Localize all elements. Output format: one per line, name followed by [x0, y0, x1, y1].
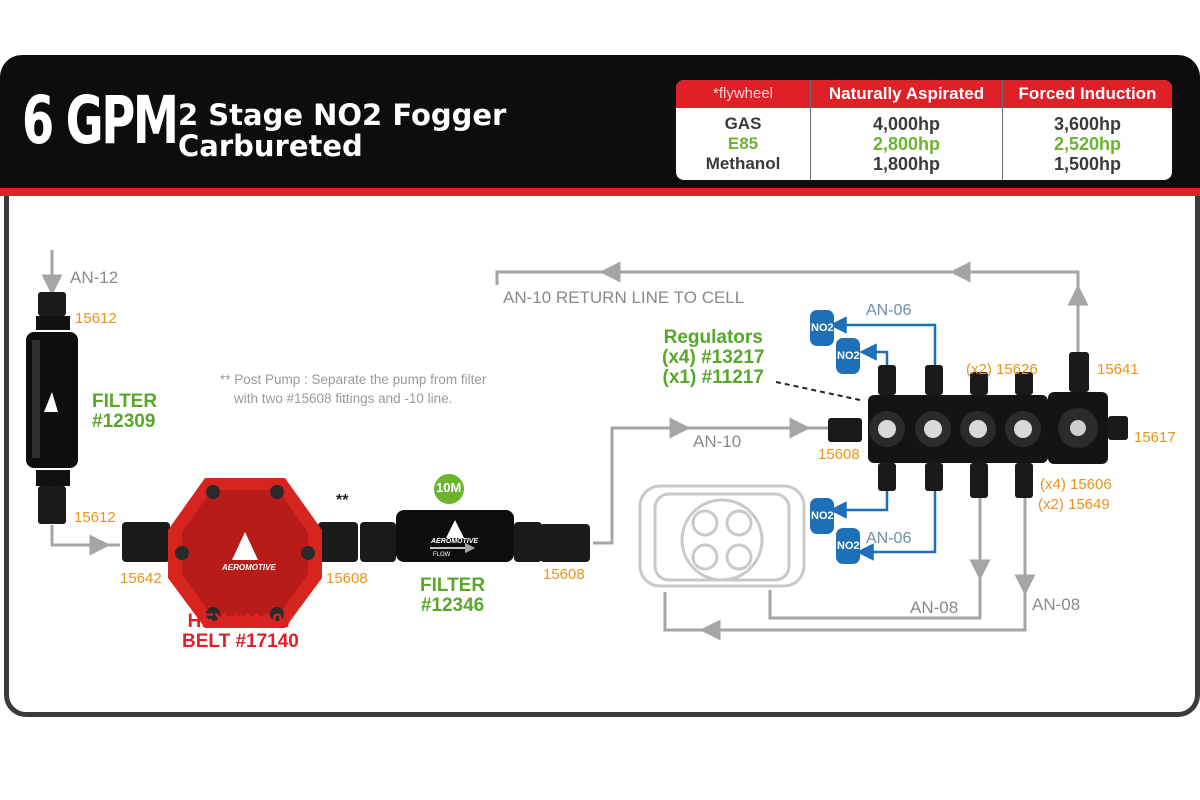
no2-label: NO2: [811, 322, 834, 334]
part-15617: 15617: [1134, 429, 1176, 446]
filter-2-logo-icon: [446, 520, 464, 538]
title-line-2: Carbureted: [178, 129, 363, 163]
part-15641: 15641: [1097, 361, 1139, 378]
filter-12346: [360, 510, 542, 562]
no2-bottle-icon: [810, 498, 834, 534]
no2-bottle-icon: [836, 528, 860, 564]
fi-methanol: 1,500hp: [1053, 154, 1122, 174]
fi-header: Forced Induction: [1003, 80, 1172, 108]
regulator-part-1: (x4) #13217: [662, 347, 765, 368]
fuel-e85: E85: [727, 134, 759, 153]
regulator-bank: [868, 352, 1128, 498]
micron-badge: [434, 474, 464, 504]
post-pump-note: ** Post Pump : Separate the pump from fi…: [220, 370, 486, 408]
pump-fittings: [122, 418, 862, 562]
fuel-lines: [41, 250, 1089, 641]
regulator-callout-line: [775, 381, 861, 401]
nitrous-lines: [829, 316, 937, 561]
part-15606: (x4) 15606: [1040, 476, 1112, 493]
header-accent-line: [0, 188, 1200, 196]
filter-2-flow: FLOW: [433, 552, 451, 558]
no2-bottle-icon: [810, 310, 834, 346]
an08-right-label: AN-08: [1032, 595, 1081, 614]
an10-feed-line: [593, 426, 828, 545]
filter-12309: [26, 292, 78, 524]
no2-label: NO2: [811, 510, 834, 522]
fuel-column: *flywheel GAS E85 Methanol: [676, 80, 811, 180]
part-15608-regulator: 15608: [818, 446, 860, 463]
part-15649: (x2) 15649: [1038, 496, 1110, 513]
post-pump-marker: **: [336, 492, 349, 509]
filter-1-brand: AEROMOTIVE: [15, 416, 22, 464]
pump-callout: HEX #11107 BELT #17140: [182, 612, 299, 652]
an12-label: AN-12: [70, 268, 119, 287]
filter-1-callout: FILTER #12309: [92, 392, 157, 432]
fuel-methanol: Methanol: [705, 154, 781, 173]
fuel-pump: [168, 478, 322, 628]
carburetor-outline: [638, 484, 806, 588]
naturally-aspirated-column: Naturally Aspirated 4,000hp 2,800hp 1,80…: [811, 80, 1003, 180]
an06-bottom-label: AN-06: [866, 530, 912, 547]
na-methanol: 1,800hp: [872, 154, 941, 174]
note-line-1: ** Post Pump : Separate the pump from fi…: [220, 372, 487, 387]
filter-to-pump-line: [50, 525, 120, 547]
no2-label: NO2: [837, 350, 860, 362]
nitrous-bottles: [810, 310, 860, 564]
flywheel-header: *flywheel: [676, 80, 810, 108]
filter-2-callout: FILTER #12346: [420, 576, 485, 616]
pump-hex-part: HEX #11107: [187, 611, 294, 632]
part-15612-top: 15612: [75, 310, 117, 327]
no2-bottle-icon: [836, 338, 860, 374]
pump-belt-part: BELT #17140: [182, 631, 299, 652]
fuel-gas: GAS: [724, 114, 762, 133]
fi-gas: 3,600hp: [1053, 114, 1122, 134]
horsepower-table: *flywheel GAS E85 Methanol Naturally Asp…: [676, 80, 1172, 180]
fi-e85: 2,520hp: [1053, 134, 1122, 154]
page-title: 2 Stage NO2 Fogger Carbureted: [178, 100, 506, 162]
filter-1-title: FILTER: [92, 391, 158, 412]
an06-top-label: AN-06: [866, 302, 912, 319]
filter-2-title: FILTER: [420, 575, 486, 596]
regulator-callout: Regulators (x4) #13217 (x1) #11217: [662, 328, 764, 388]
note-line-2: with two #15608 fittings and -10 line.: [234, 391, 453, 406]
micron-badge-label: 10M: [436, 480, 462, 495]
na-e85: 2,800hp: [872, 134, 941, 154]
part-15626: (x2) 15626: [966, 361, 1038, 378]
return-line: [495, 270, 1080, 355]
forced-induction-column: Forced Induction 3,600hp 2,520hp 1,500hp: [1003, 80, 1172, 180]
an10-label: AN-10: [693, 432, 742, 451]
filter-2-brand: AEROMOTIVE: [431, 538, 479, 545]
no2-label: NO2: [837, 540, 860, 552]
part-15608-filter: 15608: [543, 566, 585, 583]
return-line-label: AN-10 RETURN LINE TO CELL: [503, 288, 745, 307]
pump-brand: AEROMOTIVE: [222, 563, 276, 572]
part-15642: 15642: [120, 570, 162, 587]
part-15608-pump: 15608: [326, 570, 368, 587]
filter-1-logo-icon: [44, 392, 58, 412]
an08-left-label: AN-08: [910, 598, 959, 617]
na-header: Naturally Aspirated: [811, 80, 1002, 108]
pump-logo-icon: [232, 532, 258, 560]
regulator-title: Regulators: [663, 327, 763, 348]
gpm-rating: 6 GPM: [22, 82, 179, 159]
part-15612-bottom: 15612: [74, 509, 116, 526]
filter-1-part: #12309: [92, 411, 156, 432]
regulator-part-2: (x1) #11217: [662, 367, 764, 388]
na-gas: 4,000hp: [872, 114, 941, 134]
filter-2-part: #12346: [420, 595, 485, 616]
title-line-1: 2 Stage NO2 Fogger: [178, 98, 507, 132]
